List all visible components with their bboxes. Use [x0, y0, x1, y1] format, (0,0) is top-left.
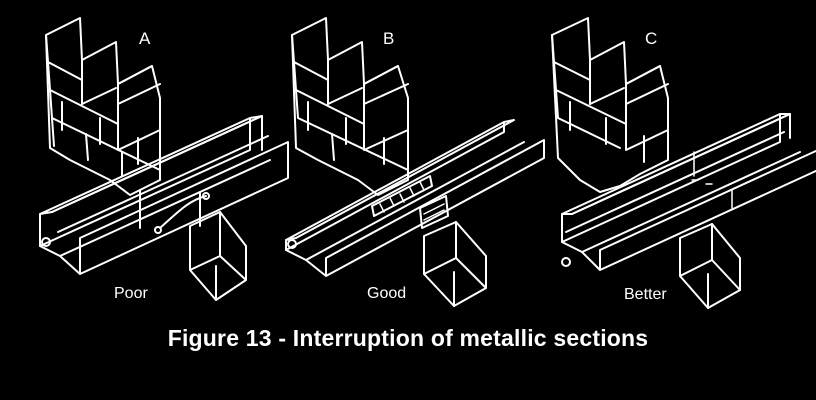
panel-a-brick-wall — [45, 17, 161, 196]
panel-b-label: B — [383, 29, 395, 48]
panel-b-floor-beam — [423, 221, 487, 307]
panel-c-illustration — [551, 17, 816, 309]
panel-a-floor-beam — [189, 211, 247, 301]
figure-caption: Figure 13 - Interruption of metallic sec… — [167, 325, 649, 351]
panel-a-rating: Poor — [114, 285, 148, 302]
panel-b-metal-section — [285, 119, 545, 277]
panel-a-label: A — [139, 29, 151, 48]
panel-c-brick-wall — [551, 17, 669, 193]
panel-c-metal-section — [561, 113, 816, 271]
panel-b-rating: Good — [367, 285, 407, 302]
panel-b-illustration — [285, 17, 545, 307]
panel-a-illustration — [39, 17, 289, 301]
panel-c-rating: Better — [624, 286, 667, 303]
panel-b-brick-wall — [291, 17, 409, 196]
panel-c-floor-beam — [679, 223, 741, 309]
panel-a-metal-section — [39, 115, 289, 275]
panel-c-label: C — [645, 29, 658, 48]
